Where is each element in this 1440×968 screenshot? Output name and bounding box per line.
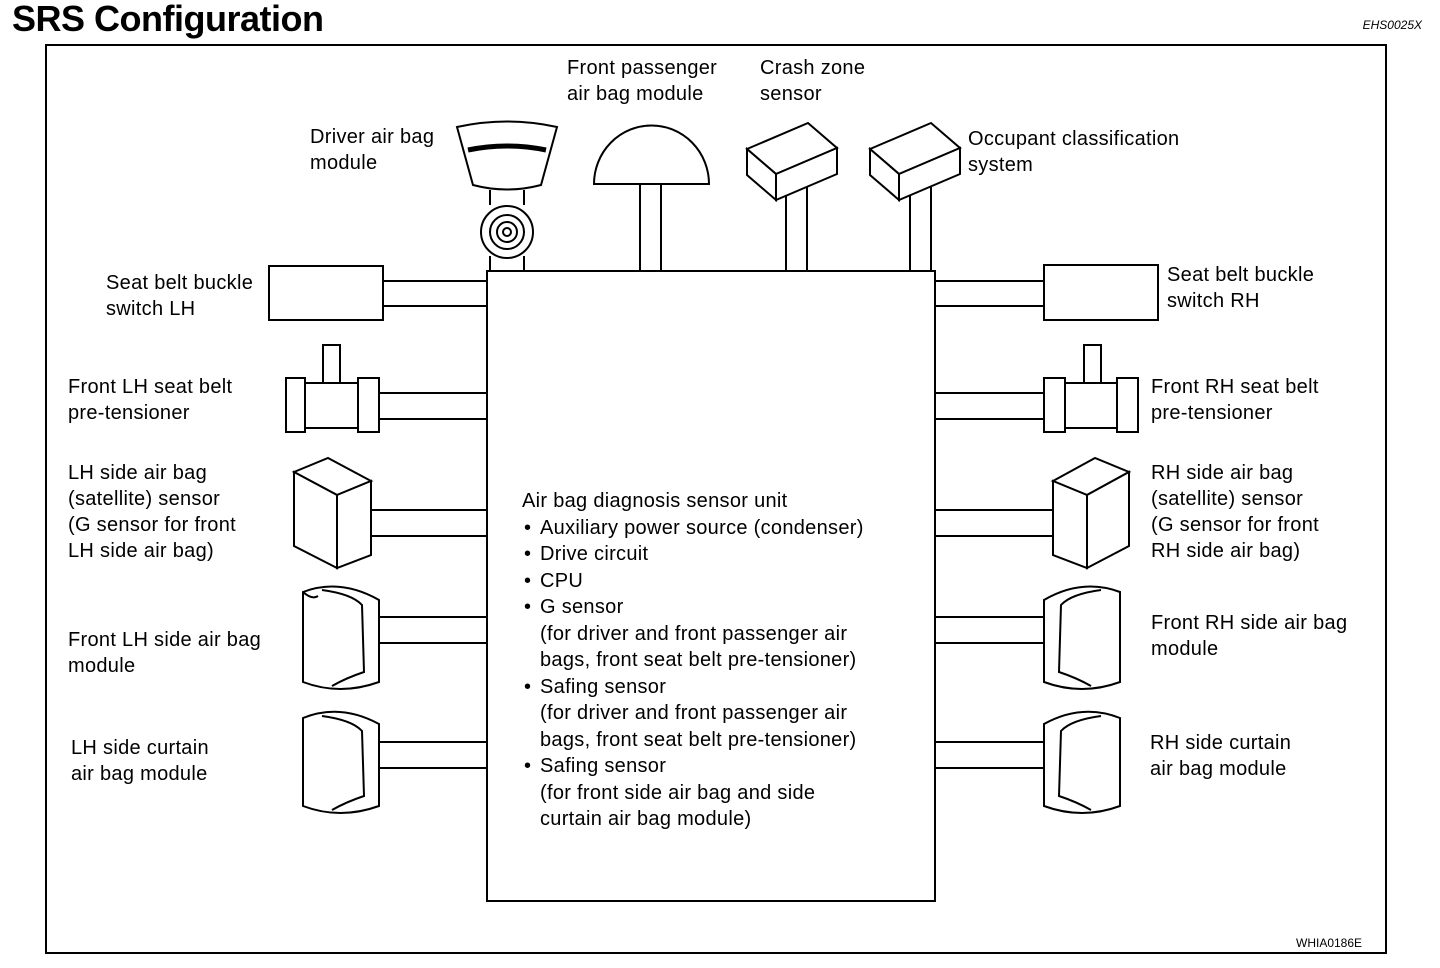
label-curtain-airbag-lh: LH side curtain air bag module bbox=[71, 737, 209, 785]
label-curtain-airbag-rh: RH side curtain air bag module bbox=[1150, 732, 1292, 780]
label-buckle-switch-rh: Seat belt buckle switch RH bbox=[1167, 264, 1315, 312]
passenger-airbag-icon bbox=[592, 124, 711, 271]
unit-feature-item: •CPU bbox=[524, 569, 584, 592]
crash-zone-sensor-icon bbox=[745, 121, 839, 271]
diagnosis-sensor-unit-text: Air bag diagnosis sensor unit •Auxiliary… bbox=[522, 488, 864, 833]
reference-code-top: EHS0025X bbox=[1362, 18, 1422, 32]
unit-feature-item: •Safing sensor(for driver and front pass… bbox=[522, 674, 864, 754]
unit-feature-list: •Auxiliary power source (condenser) •Dri… bbox=[522, 515, 864, 833]
label-driver-airbag: Driver air bag module bbox=[310, 126, 435, 174]
page-title: SRS Configuration bbox=[12, 0, 324, 39]
driver-airbag-icon bbox=[455, 120, 559, 271]
side-airbag-rh-icon bbox=[935, 585, 1121, 690]
label-side-airbag-lh: Front LH side air bag module bbox=[68, 629, 262, 677]
label-front-passenger-airbag: Front passenger air bag module bbox=[567, 57, 718, 105]
label-satellite-sensor-lh: LH side air bag (satellite) sensor (G se… bbox=[68, 462, 236, 562]
unit-feature-item: •Auxiliary power source (condenser) bbox=[524, 516, 864, 539]
label-pretensioner-rh: Front RH seat belt pre-tensioner bbox=[1151, 376, 1319, 424]
diagram-frame bbox=[45, 44, 1387, 954]
pretensioner-lh-icon bbox=[285, 344, 487, 433]
diagnosis-sensor-unit-box bbox=[486, 270, 936, 902]
label-pretensioner-lh: Front LH seat belt pre-tensioner bbox=[68, 376, 233, 424]
unit-feature-item: •G sensor(for driver and front passenger… bbox=[522, 594, 864, 674]
reference-code-bottom: WHIA0186E bbox=[1296, 936, 1363, 950]
curtain-airbag-lh-icon bbox=[302, 710, 487, 814]
buckle-switch-rh-icon bbox=[935, 264, 1159, 321]
label-occupant-classification: Occupant classification system bbox=[968, 128, 1180, 176]
label-satellite-sensor-rh: RH side air bag (satellite) sensor (G se… bbox=[1151, 462, 1319, 562]
curtain-airbag-rh-icon bbox=[935, 710, 1121, 814]
label-side-airbag-rh: Front RH side air bag module bbox=[1151, 612, 1348, 660]
satellite-sensor-rh-icon bbox=[935, 456, 1132, 570]
occupant-classification-icon bbox=[868, 121, 962, 271]
pretensioner-rh-icon bbox=[935, 344, 1139, 433]
unit-feature-note: (for front side air bag and side curtain… bbox=[540, 781, 816, 831]
unit-heading: Air bag diagnosis sensor unit bbox=[522, 490, 788, 512]
buckle-switch-lh-icon bbox=[268, 265, 487, 321]
unit-feature-note: (for driver and front passenger air bags… bbox=[540, 622, 857, 672]
side-airbag-lh-icon bbox=[302, 585, 487, 690]
unit-feature-item: •Drive circuit bbox=[524, 543, 649, 565]
label-crash-zone-sensor: Crash zone sensor bbox=[760, 57, 866, 105]
unit-feature-note: (for driver and front passenger air bags… bbox=[540, 702, 857, 751]
unit-feature-item: •Safing sensor(for front side air bag an… bbox=[522, 753, 864, 833]
label-buckle-switch-lh: Seat belt buckle switch LH bbox=[106, 272, 254, 320]
satellite-sensor-lh-icon bbox=[291, 456, 487, 570]
